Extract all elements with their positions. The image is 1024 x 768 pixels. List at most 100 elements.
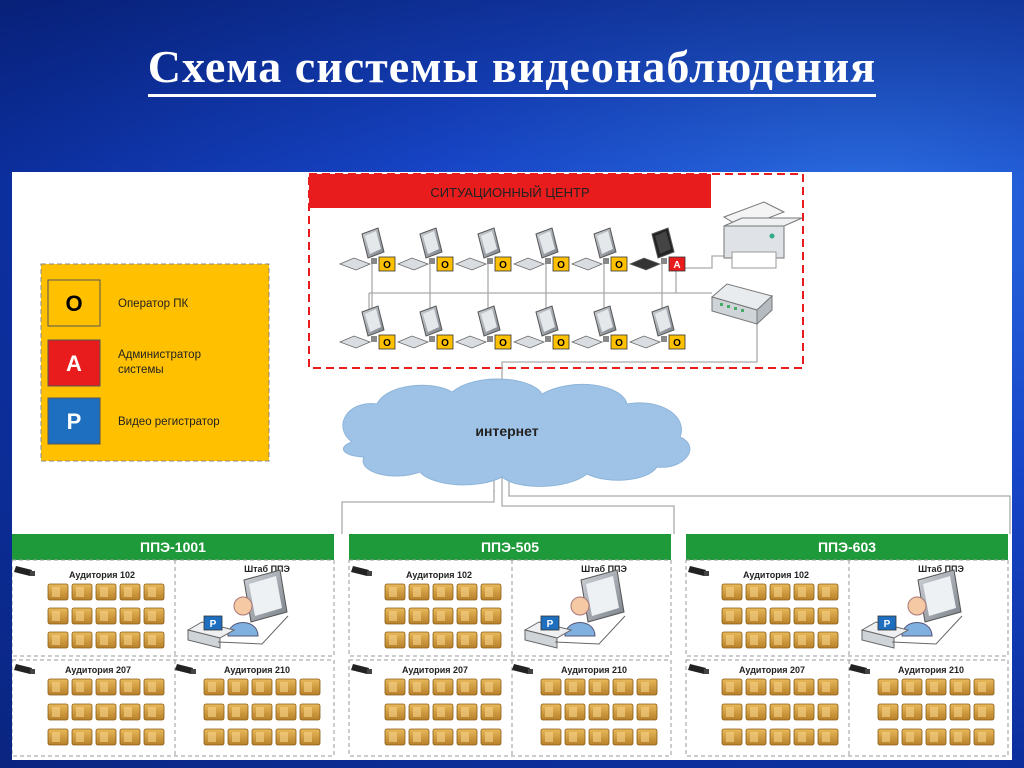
site-header <box>12 534 334 560</box>
camera-icon <box>973 703 995 721</box>
camera-icon <box>721 678 743 696</box>
camera-icon <box>384 631 406 649</box>
headquarters-workstation <box>564 569 625 637</box>
operator-workstation: O <box>454 227 512 272</box>
camera-icon <box>817 728 839 746</box>
camera-icon <box>456 678 478 696</box>
room-label: Штаб ППЭ <box>918 564 964 574</box>
camera-icon <box>456 631 478 649</box>
camera-icon <box>47 631 69 649</box>
camera-icon <box>877 728 899 746</box>
camera-icon <box>721 607 743 625</box>
room-label: Аудитория 102 <box>69 570 135 580</box>
camera-icon <box>432 678 454 696</box>
camera-icon <box>745 728 767 746</box>
camera-icon <box>119 583 141 601</box>
camera-icon <box>721 583 743 601</box>
camera-icon <box>432 703 454 721</box>
svg-text:P: P <box>547 619 554 630</box>
camera-icon <box>95 631 117 649</box>
camera-icon <box>973 678 995 696</box>
legend-code: P <box>67 409 82 434</box>
operator-workstation: O <box>512 305 570 350</box>
camera-icon <box>793 583 815 601</box>
camera-icon <box>817 678 839 696</box>
camera-icon <box>143 678 165 696</box>
camera-icon <box>817 607 839 625</box>
camera-icon <box>275 703 297 721</box>
camera-icon <box>769 703 791 721</box>
camera-icon <box>793 631 815 649</box>
svg-text:O: O <box>615 338 623 349</box>
network-switch-icon <box>710 283 774 326</box>
camera-icon <box>901 728 923 746</box>
camera-icon <box>925 678 947 696</box>
internet-cloud: интернет <box>342 378 691 487</box>
camera-icon <box>480 678 502 696</box>
operator-workstation: O <box>628 305 686 350</box>
camera-icon <box>817 631 839 649</box>
room-label: Аудитория 210 <box>898 665 964 675</box>
role-badge <box>877 615 897 631</box>
camera-icon <box>47 583 69 601</box>
camera-icon <box>540 728 562 746</box>
camera-icon <box>849 664 870 674</box>
camera-icon <box>636 703 658 721</box>
camera-icon <box>721 728 743 746</box>
site-header <box>686 534 1008 560</box>
camera-icon <box>769 583 791 601</box>
camera-icon <box>175 664 196 674</box>
camera-icon <box>299 728 321 746</box>
role-badge <box>552 256 570 272</box>
camera-icon <box>408 703 430 721</box>
camera-icon <box>925 703 947 721</box>
situation-center-header <box>309 174 711 208</box>
camera-icon <box>384 728 406 746</box>
svg-text:O: O <box>441 260 449 271</box>
camera-icon <box>901 703 923 721</box>
site-name: ППЭ-1001 <box>140 539 206 555</box>
camera-icon <box>817 703 839 721</box>
role-badge <box>436 256 454 272</box>
legend-code: O <box>65 291 82 316</box>
camera-icon <box>480 607 502 625</box>
operator-workstation: O <box>338 227 396 272</box>
camera-icon <box>793 728 815 746</box>
legend-swatch <box>47 279 101 327</box>
camera-icon <box>949 703 971 721</box>
site-header <box>349 534 671 560</box>
internet-label: интернет <box>475 423 538 439</box>
operator-workstation: O <box>338 305 396 350</box>
camera-icon <box>351 664 372 674</box>
legend-code: A <box>66 351 82 376</box>
role-badge <box>668 334 686 350</box>
camera-icon <box>203 728 225 746</box>
camera-icon <box>512 664 533 674</box>
camera-icon <box>769 678 791 696</box>
camera-icon <box>612 728 634 746</box>
camera-icon <box>949 728 971 746</box>
camera-icon <box>901 678 923 696</box>
role-badge <box>610 256 628 272</box>
operator-workstation: O <box>396 227 454 272</box>
camera-icon <box>119 631 141 649</box>
camera-icon <box>480 703 502 721</box>
camera-icon <box>745 583 767 601</box>
camera-icon <box>95 703 117 721</box>
svg-text:O: O <box>557 260 565 271</box>
svg-text:O: O <box>499 338 507 349</box>
camera-icon <box>745 678 767 696</box>
camera-icon <box>71 583 93 601</box>
camera-icon <box>925 728 947 746</box>
camera-icon <box>71 678 93 696</box>
camera-icon <box>973 728 995 746</box>
camera-icon <box>480 631 502 649</box>
site-name: ППЭ-603 <box>818 539 876 555</box>
camera-icon <box>275 678 297 696</box>
camera-icon <box>480 728 502 746</box>
